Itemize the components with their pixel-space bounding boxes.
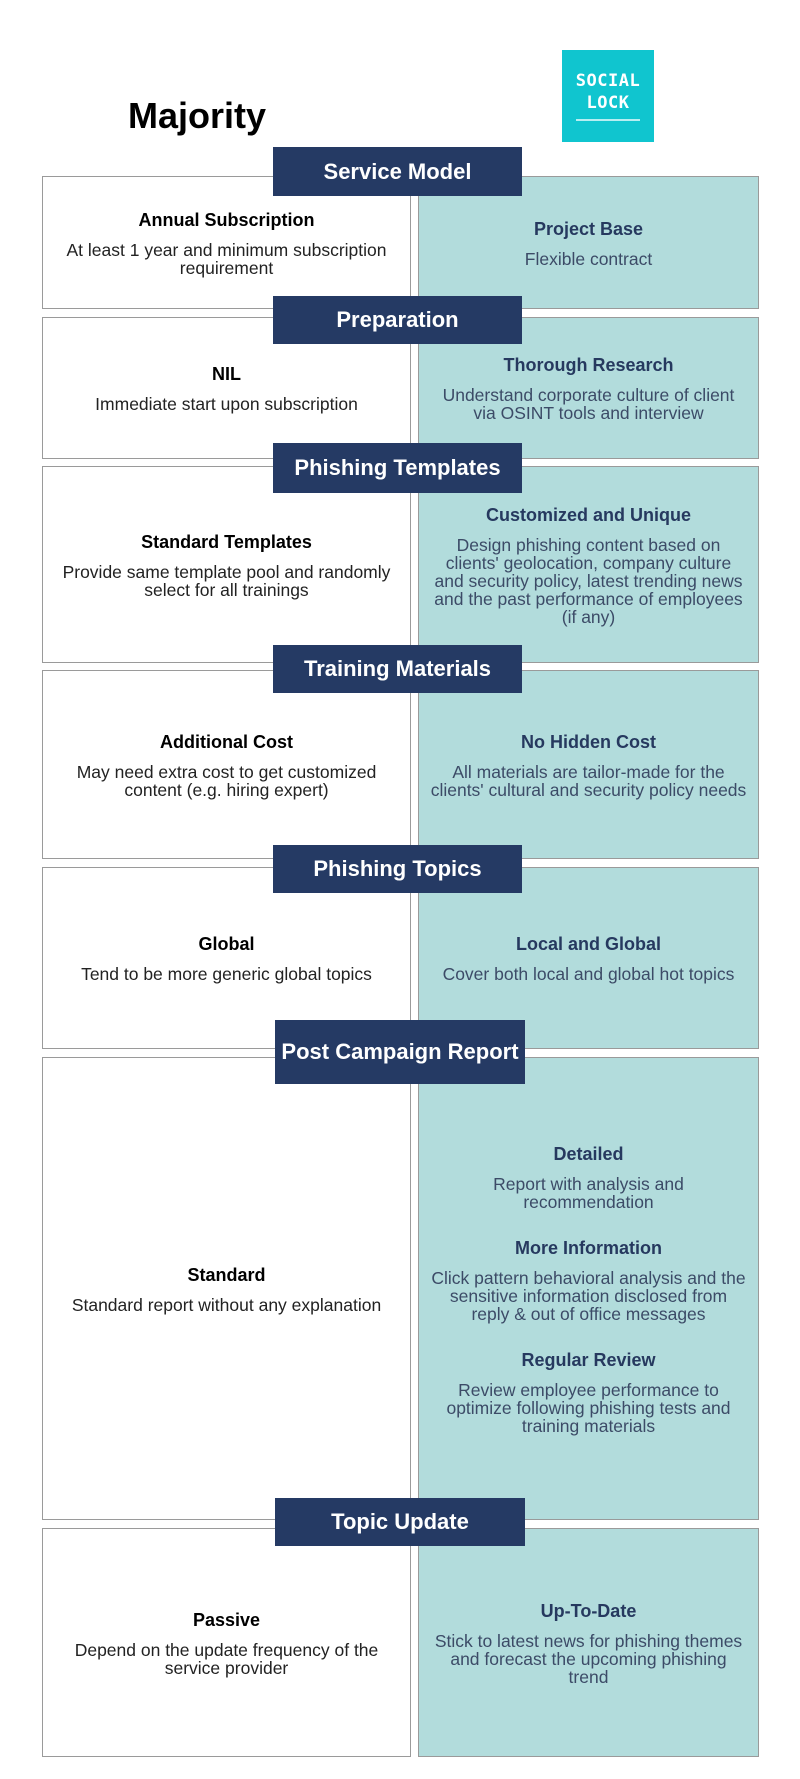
- item-description: Tend to be more generic global topics: [81, 964, 372, 984]
- item-title: Customized and Unique: [485, 504, 691, 525]
- item-description: Report with analysis and recommendation: [493, 1173, 684, 1212]
- item-description: Understand corporate culture of client v…: [442, 385, 735, 423]
- item-title: Annual Subscription: [138, 209, 315, 230]
- item-title: Project Base: [533, 218, 644, 239]
- item-title: Global: [198, 934, 255, 954]
- section-label-phishing-templates: Phishing Templates: [273, 443, 522, 493]
- item-title: Passive: [192, 1609, 261, 1630]
- comparison-item: NIL Immediate start upon subscription: [95, 363, 358, 413]
- section-label-service-model: Service Model: [273, 147, 522, 196]
- item-description: Depend on the update frequency of the se…: [74, 1639, 379, 1678]
- item-title: Detailed: [553, 1143, 624, 1164]
- item-description: Immediate start upon subscription: [95, 394, 358, 414]
- item-description: Cover both local and global hot topics: [442, 964, 735, 984]
- item-title: More Information: [515, 1237, 662, 1258]
- section-label-phishing-topics: Phishing Topics: [273, 845, 522, 893]
- item-title: No Hidden Cost: [521, 731, 656, 752]
- section-label-topic-update: Topic Update: [275, 1498, 525, 1546]
- page-title: Majority: [128, 95, 267, 136]
- item-description: Provide same template pool and randomly …: [62, 561, 391, 600]
- section-label-training-materials: Training Materials: [273, 645, 522, 693]
- item-title: Up-To-Date: [540, 1600, 637, 1621]
- item-title: Local and Global: [515, 934, 661, 954]
- section-preparation: NIL Immediate start upon subscription Thor…: [0, 317, 800, 459]
- section-label-preparation: Preparation: [273, 296, 522, 344]
- social-lock-logo: SOCIAL LOCK: [562, 50, 654, 142]
- section-label-post-campaign-report: Post Campaign Report: [275, 1020, 525, 1084]
- item-description: Design phishing content based on clients…: [434, 534, 743, 627]
- standard-provider-column-cell: Annual Subscription At least 1 year and m…: [42, 176, 411, 309]
- item-description: All materials are tailor-made for the cl…: [430, 761, 747, 800]
- item-title: Regular Review: [521, 1349, 656, 1370]
- item-title: Standard: [187, 1264, 266, 1285]
- item-title: Additional Cost: [160, 731, 293, 752]
- logo-tagline-mark: [576, 119, 640, 121]
- logo-text-line2: LOCK: [586, 93, 630, 113]
- section-service-model: Annual Subscription At least 1 year and m…: [0, 176, 800, 309]
- item-description: May need extra cost to get customized co…: [76, 761, 377, 800]
- item-description: Standard report without any explanation: [71, 1294, 382, 1315]
- item-description: At least 1 year and minimum subscription…: [66, 239, 387, 278]
- item-description: Stick to latest news for phishing themes…: [434, 1630, 743, 1687]
- item-description: Flexible contract: [524, 248, 653, 269]
- comparison-item: Annual Subscription At least 1 year and m…: [53, 209, 400, 277]
- item-title: Thorough Research: [503, 355, 674, 375]
- item-title: NIL: [211, 364, 241, 384]
- logo-text-line1: SOCIAL: [575, 71, 641, 91]
- item-title: Standard Templates: [141, 531, 312, 552]
- item-description: Click pattern behavioral analysis and th…: [431, 1267, 746, 1324]
- item-description: Review employee performance to optimize …: [446, 1379, 731, 1436]
